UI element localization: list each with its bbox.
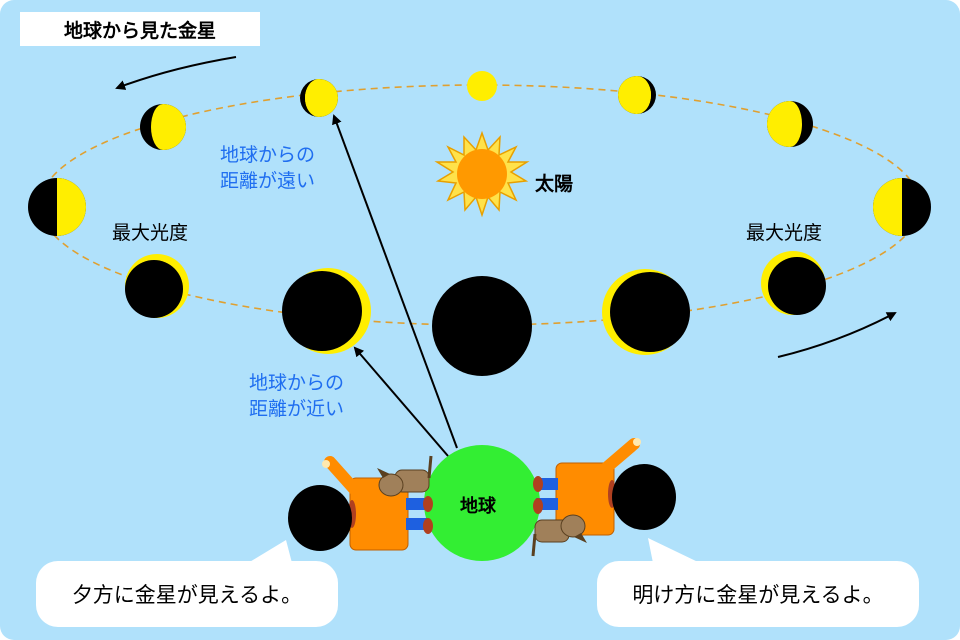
venus-gibbous-top-left [300,79,338,117]
venus-new [432,276,532,376]
bubble-tail-left [248,540,292,563]
venus-crescent-right [761,251,826,315]
venus-half-left [28,178,86,236]
near-distance-label: 地球からの 距離が近い [249,370,344,422]
sight-line-near [353,346,449,457]
venus-thin-crescent-right [602,269,690,355]
dog-icon-left [377,455,433,497]
venus-gibbous-left [140,104,186,150]
near-distance-line1: 地球からの [249,372,345,394]
dog-icon-right [531,514,587,557]
orbit-direction-arrow-top [115,56,237,90]
diagram-title: 地球から見た金星 [20,12,260,46]
venus-half-right [873,178,931,236]
max-brightness-label-right: 最大光度 [746,222,823,244]
speech-bubble-evening: 夕方に金星が見えるよ。 [36,561,338,627]
venus-crescent-left [125,254,189,318]
venus-gibbous-top-right [618,76,656,114]
speech-bubble-morning: 明け方に金星が見えるよ。 [597,561,919,627]
earth [424,445,540,561]
near-distance-line2: 距離が近い [249,398,345,420]
bubble-tail-right [648,538,700,563]
orbit-direction-arrow-bottom [777,312,897,358]
venus-gibbous-right [767,101,813,147]
earth-label: 地球 [460,496,496,517]
far-distance-line1: 地球からの [220,144,316,166]
sun-icon [434,130,530,218]
venus-thin-crescent-left [282,268,371,354]
far-distance-line2: 距離が遠い [220,170,316,192]
sight-line-far [332,114,458,449]
far-distance-label: 地球からの 距離が遠い [220,142,315,194]
max-brightness-label-left: 最大光度 [112,222,189,244]
venus-full [467,71,497,101]
sun-label: 太陽 [535,173,574,195]
